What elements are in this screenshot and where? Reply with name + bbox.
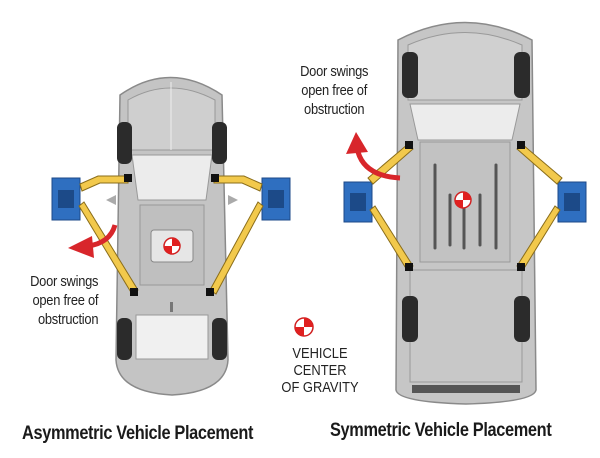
center-of-gravity-icon — [163, 237, 181, 255]
cog-legend-label: VEHICLE CENTER OF GRAVITY — [281, 345, 359, 396]
door-swing-arrow-left — [68, 224, 118, 258]
door-swing-arrow-right — [346, 132, 401, 181]
pickup-vehicle — [395, 21, 537, 405]
tire — [117, 318, 132, 360]
tire — [514, 296, 530, 342]
door-note-left: Door swings open free of obstruction — [29, 273, 98, 328]
tire — [212, 122, 227, 164]
legend-cog-icon — [294, 317, 314, 337]
tire — [402, 52, 418, 98]
lift-post-right — [557, 181, 587, 223]
tire — [514, 52, 530, 98]
lift-post-right — [261, 177, 291, 221]
sedan-vehicle — [106, 76, 238, 396]
lift-post-left — [343, 181, 373, 223]
tire — [212, 318, 227, 360]
caption-symmetric: Symmetric Vehicle Placement — [330, 420, 552, 441]
lift-arms-pickup — [367, 143, 563, 271]
caption-asymmetric: Asymmetric Vehicle Placement — [22, 423, 254, 444]
tire — [117, 122, 132, 164]
door-note-right: Door swings open free of obstruction — [299, 63, 368, 118]
lift-post-left — [51, 177, 81, 221]
center-of-gravity-icon — [454, 191, 472, 209]
tire — [402, 296, 418, 342]
